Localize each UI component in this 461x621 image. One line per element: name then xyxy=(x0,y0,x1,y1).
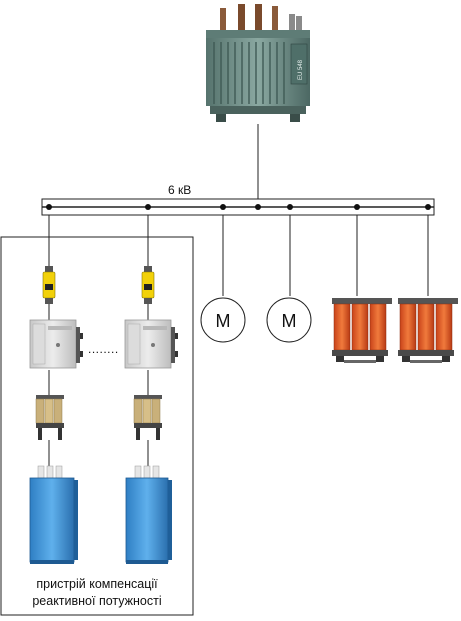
transformer-nameplate-text: EU 548 xyxy=(298,59,304,80)
transformer-fins xyxy=(213,42,285,104)
dry-type-transformer-2 xyxy=(398,298,458,363)
switchgear-cabinet-right xyxy=(124,319,178,369)
bus-junctions xyxy=(46,204,431,210)
main-transformer: EU 548 xyxy=(206,4,310,122)
compensation-caption-line1: пристрій компенсації xyxy=(36,577,158,591)
transformer-nameplate xyxy=(290,43,308,85)
capacitor-bank-left xyxy=(29,465,78,564)
motor-2: M xyxy=(266,297,312,343)
fuse-left xyxy=(42,266,56,304)
compensation-ellipsis: ........ xyxy=(88,342,119,356)
compensation-device-frame xyxy=(0,236,194,616)
dry-type-transformer-1 xyxy=(332,298,392,363)
compensation-caption-line2: реактивної потужності xyxy=(32,594,161,608)
bus-voltage-label: 6 кВ xyxy=(168,183,191,197)
connection-lines xyxy=(48,124,429,468)
motor-1-symbol: M xyxy=(216,311,231,331)
switchgear-cabinet-left xyxy=(29,319,83,369)
fuse-right xyxy=(141,266,155,304)
transformer-bushings xyxy=(220,4,302,32)
reactor-left xyxy=(35,395,64,440)
reactor-right xyxy=(133,395,162,440)
capacitor-bank-right xyxy=(125,465,172,564)
motor-1: M xyxy=(200,297,246,343)
busbar: 6 кВ xyxy=(41,183,435,216)
motor-2-symbol: M xyxy=(282,311,297,331)
